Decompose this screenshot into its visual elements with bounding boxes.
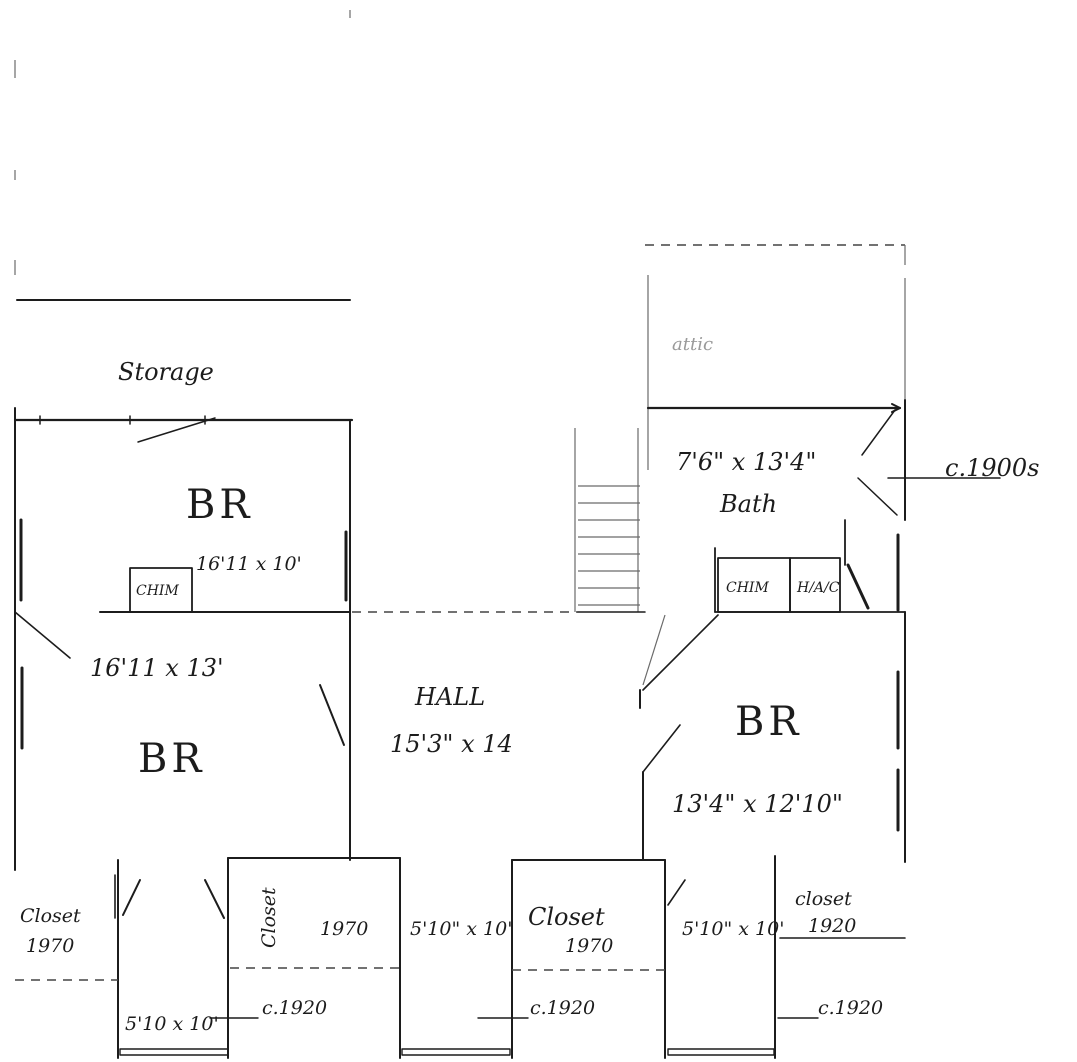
margin-ticks <box>14 10 351 275</box>
closet-mid-left-year: 1970 <box>320 918 368 940</box>
bath-name: Bath <box>719 490 777 518</box>
bedroom-right: BR 13'4" x 12'10" <box>639 611 906 863</box>
hall: HALL 15'3" x 14 <box>352 611 578 758</box>
room-left-size: 5'10 x 10' <box>125 1013 219 1035</box>
bath: CHIM H/A/C 7'6" x 13'4" Bath c.1900s <box>646 399 1039 613</box>
room-right-size: 5'10" x 10' <box>682 918 784 940</box>
br-upper-left-size: 16'11 x 10' <box>196 553 302 575</box>
chimney-right-label: CHIM <box>726 580 769 596</box>
room-left-date: c.1920 <box>262 997 327 1019</box>
bedroom-upper-left: CHIM BR 16'11 x 10' <box>13 407 354 613</box>
stairs: attic <box>574 244 906 613</box>
closet-mid-name: Closet <box>528 903 605 931</box>
br-upper-left-name: BR <box>186 482 254 528</box>
closets-row: Closet 1970 5'10 x 10' c.1920 Closet 197… <box>15 855 906 1059</box>
bath-size: 7'6" x 13'4" <box>676 448 816 476</box>
br-lower-left-size: 16'11 x 13' <box>90 654 224 682</box>
storage-label: Storage <box>118 358 214 386</box>
hall-size: 15'3" x 14 <box>390 730 513 758</box>
bath-date: c.1900s <box>945 454 1039 482</box>
attic-faint-label: attic <box>672 334 713 355</box>
closet-far-left-name: Closet <box>20 905 81 927</box>
br-lower-left-name: BR <box>138 736 206 782</box>
closet-mid-year: 1970 <box>565 935 613 957</box>
closet-mid-left-name: Closet <box>258 887 280 948</box>
hall-name: HALL <box>414 683 485 711</box>
closet-mid-date: c.1920 <box>530 997 595 1019</box>
room-right-date: c.1920 <box>818 997 883 1019</box>
br-right-size: 13'4" x 12'10" <box>672 790 843 818</box>
closet-right-year: 1920 <box>808 915 856 937</box>
hac-label: H/A/C <box>796 580 840 596</box>
chimney-left-label: CHIM <box>136 583 179 599</box>
storage-area: Storage <box>16 299 351 386</box>
room-mid-size: 5'10" x 10' <box>410 918 512 940</box>
closet-far-left-year: 1970 <box>26 935 74 957</box>
br-right-name: BR <box>735 699 803 745</box>
bedroom-lower-left: 16'11 x 13' BR <box>14 611 351 871</box>
closet-right-name: closet <box>795 888 852 910</box>
